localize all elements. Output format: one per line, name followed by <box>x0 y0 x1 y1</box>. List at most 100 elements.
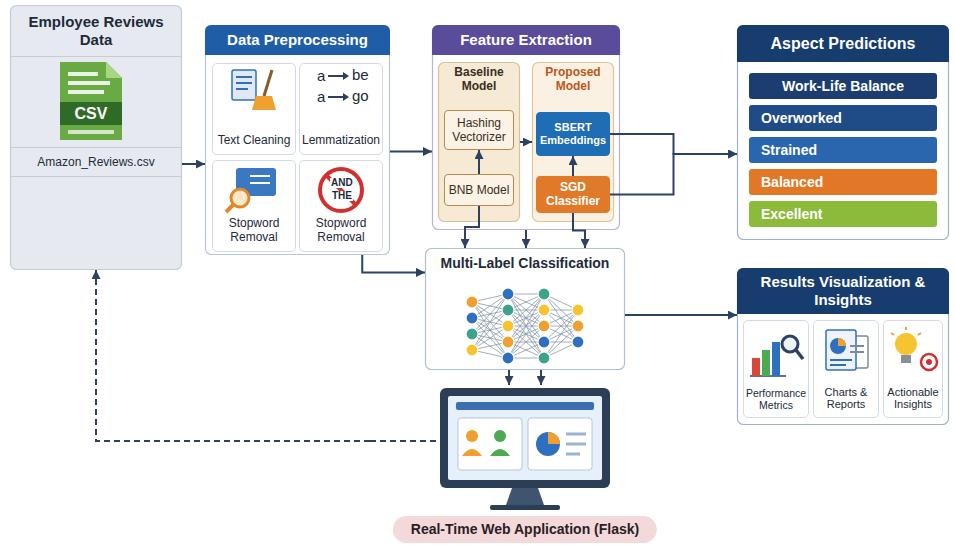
network-neuron <box>538 352 550 364</box>
panel-outline <box>433 26 620 230</box>
network-neuron <box>466 312 478 324</box>
network-neuron <box>502 288 514 300</box>
box-label: Stopword Removal <box>215 217 293 245</box>
process-box: BNB Model <box>444 174 514 206</box>
lemma-arrowhead <box>343 93 349 101</box>
screen-line <box>566 453 580 456</box>
preprocessing-step: Stopword Removal <box>212 160 296 252</box>
proposed-model-panel: Proposed ModelSBERT EmbeddingsSGD Classi… <box>532 62 614 222</box>
flow-arrow <box>625 314 737 316</box>
aspect-label: Excellent <box>749 201 937 227</box>
file-icon <box>60 62 122 140</box>
pie-chart <box>830 338 846 354</box>
prohibition-slash <box>326 175 356 205</box>
feature-extraction-panel: Feature ExtractionBaseline ModelHashing … <box>432 25 620 230</box>
aspect-label: Overworked <box>749 105 937 131</box>
network-link <box>508 310 544 358</box>
screen-line <box>566 443 586 446</box>
network-neuron <box>538 288 550 300</box>
network-link <box>508 310 544 358</box>
aspect-label: Strained <box>749 137 937 163</box>
file-line <box>68 72 98 76</box>
file-fold <box>106 62 122 78</box>
result-item: Actionable Insights <box>883 320 943 418</box>
network-link <box>508 294 544 342</box>
network-neuron <box>538 304 550 316</box>
flow-arrow <box>610 134 737 154</box>
flow-arrow <box>572 156 574 176</box>
box-label: Actionable Insights <box>886 386 940 411</box>
box-label: SBERT Embeddings <box>540 121 606 147</box>
preprocessing-step: Lemmatization <box>299 63 383 155</box>
magnifier-icon <box>231 189 249 207</box>
pie-chart <box>536 432 560 456</box>
box-label: Strained <box>761 142 925 159</box>
broom-bristles <box>252 96 276 110</box>
dashed-feedback-line <box>370 440 440 442</box>
panel-heading: Aspect Predictions <box>737 25 949 62</box>
box-label: Excellent <box>761 206 925 223</box>
screen-card <box>528 418 592 470</box>
group-heading: Baseline Model <box>438 62 520 98</box>
panel-heading: Results Visualization & Insights <box>737 268 949 314</box>
baseline-model-panel: Baseline ModelHashing VectorizerBNB Mode… <box>438 62 520 222</box>
report-sheet <box>826 330 856 370</box>
bar <box>762 350 770 376</box>
box-label: BNB Model <box>448 183 510 197</box>
report-line <box>830 364 846 366</box>
document-line <box>236 88 248 90</box>
report-line <box>850 351 864 353</box>
network-neuron <box>502 304 514 316</box>
box-label: Overworked <box>761 110 925 127</box>
network-neuron <box>538 320 550 332</box>
target-centre <box>926 359 932 365</box>
panel-outline <box>738 269 949 425</box>
flow-arrow <box>525 230 527 248</box>
flow-arrow <box>540 370 542 385</box>
bar <box>752 358 760 376</box>
flow-arrow <box>390 151 432 153</box>
panel-outline <box>533 63 614 222</box>
network-neuron <box>502 320 514 332</box>
box-heading: Multi-Label Classification <box>425 248 625 279</box>
network-neuron <box>538 336 550 348</box>
flow-arrow <box>573 213 585 248</box>
lemma-example: be <box>351 67 370 82</box>
broom-handle <box>264 70 272 96</box>
group-heading: Proposed Model <box>532 62 614 98</box>
stopword-example: AND <box>330 178 354 188</box>
preprocessing-step: Stopword Removal <box>299 160 383 252</box>
app-pill: Real-Time Web Application (Flask) <box>393 516 657 543</box>
network-neuron <box>502 336 514 348</box>
aspect-label: Balanced <box>749 169 937 195</box>
box-label: Hashing Vectorizer <box>448 116 510 145</box>
classification-box: Multi-Label Classification <box>425 248 625 370</box>
web-application: Real-Time Web Application (Flask) <box>370 385 680 545</box>
network-neuron <box>466 328 478 340</box>
panel-outline <box>426 249 625 370</box>
box-label: Work-Life Balance <box>761 78 925 95</box>
panel-heading: Feature Extraction <box>432 25 620 55</box>
process-box: SGD Classifier <box>536 176 610 213</box>
process-box: Hashing Vectorizer <box>444 110 514 150</box>
magnifier-handle <box>226 205 233 212</box>
preprocessing-step: Text Cleaning <box>212 63 296 155</box>
network-neuron <box>466 344 478 356</box>
neural-network <box>466 288 584 364</box>
light-bulb <box>895 333 917 355</box>
screen-line <box>566 433 586 436</box>
lemma-example: a <box>316 89 326 104</box>
bulb-base <box>901 355 911 363</box>
document-icon <box>232 70 256 100</box>
pie-slice <box>548 432 560 444</box>
flow-arrow <box>182 163 205 165</box>
data-source-panel: Employee Reviews DataAmazon_Reviews.csvC… <box>10 5 182 270</box>
box-label: Text Cleaning <box>215 134 293 148</box>
user-icon <box>462 449 482 456</box>
card-line <box>250 182 270 184</box>
network-neuron <box>502 352 514 364</box>
monitor-base <box>490 505 560 510</box>
user-icon <box>494 430 506 442</box>
results-panel: Results Visualization & InsightsPerforma… <box>737 268 949 425</box>
bulb-ray <box>891 333 894 335</box>
